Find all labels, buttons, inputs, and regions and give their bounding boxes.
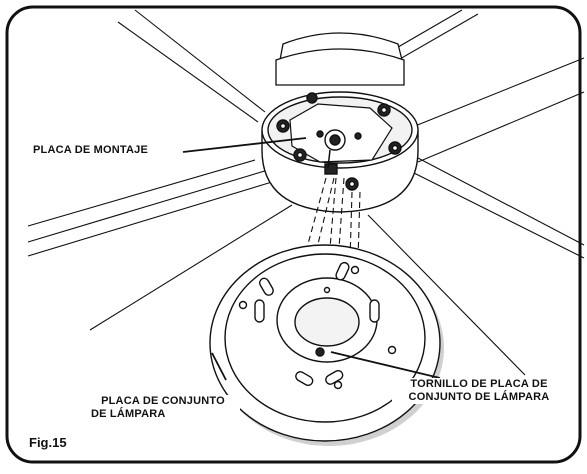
- figure-label: Fig.15: [29, 435, 67, 450]
- motor-housing: [275, 32, 405, 86]
- screw-label: TORNILLO DE PLACA DE CONJUNTO DE LÁMPARA: [392, 378, 566, 404]
- lamp-plate-label: PLACA DE CONJUNTO DE LÁMPARA: [86, 395, 240, 421]
- mounting-plate-label: PLACA DE MONTAJE: [32, 144, 150, 157]
- leader-lines: [182, 137, 441, 381]
- lamp-plate-label-line1: PLACA DE CONJUNTO: [101, 395, 225, 407]
- lamp-plate: [209, 244, 444, 446]
- screw-label-line2: CONJUNTO DE LÁMPARA: [408, 391, 550, 403]
- switch-housing: [261, 91, 419, 213]
- screw-label-line1: TORNILLO DE PLACA DE: [410, 378, 548, 390]
- lamp-plate-label-line2: DE LÁMPARA: [91, 408, 166, 420]
